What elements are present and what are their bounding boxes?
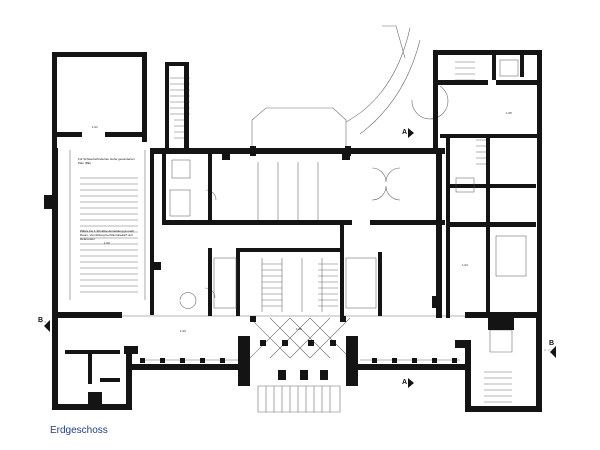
plan-walls [44, 50, 542, 412]
lecture-note-upper: Für Schwerbehinderten siehe gesonderten … [78, 157, 135, 165]
room-number-lecture: 1.02 [104, 241, 110, 245]
plan-caption: Erdgeschoss [50, 425, 108, 436]
room-number-entrance: 1.06 [296, 327, 302, 331]
room-number-foyer: 1.03 [180, 329, 186, 333]
section-arrows [44, 128, 556, 388]
room-number-hall: 1.01 [92, 125, 98, 129]
section-b-left-marker: B [38, 317, 44, 324]
lecture-note-lower: Plätze bis 1.30 Höhe Anmeldung je nach R… [80, 229, 135, 241]
room-number-northeast: 1.05 [506, 111, 512, 115]
section-a-bottom-marker: A [402, 379, 408, 386]
section-b-right-marker: B [549, 340, 555, 347]
room-number-east-room: 1.04 [462, 263, 468, 267]
section-a-top-marker: A [402, 129, 408, 136]
plan-fixtures [169, 59, 527, 309]
